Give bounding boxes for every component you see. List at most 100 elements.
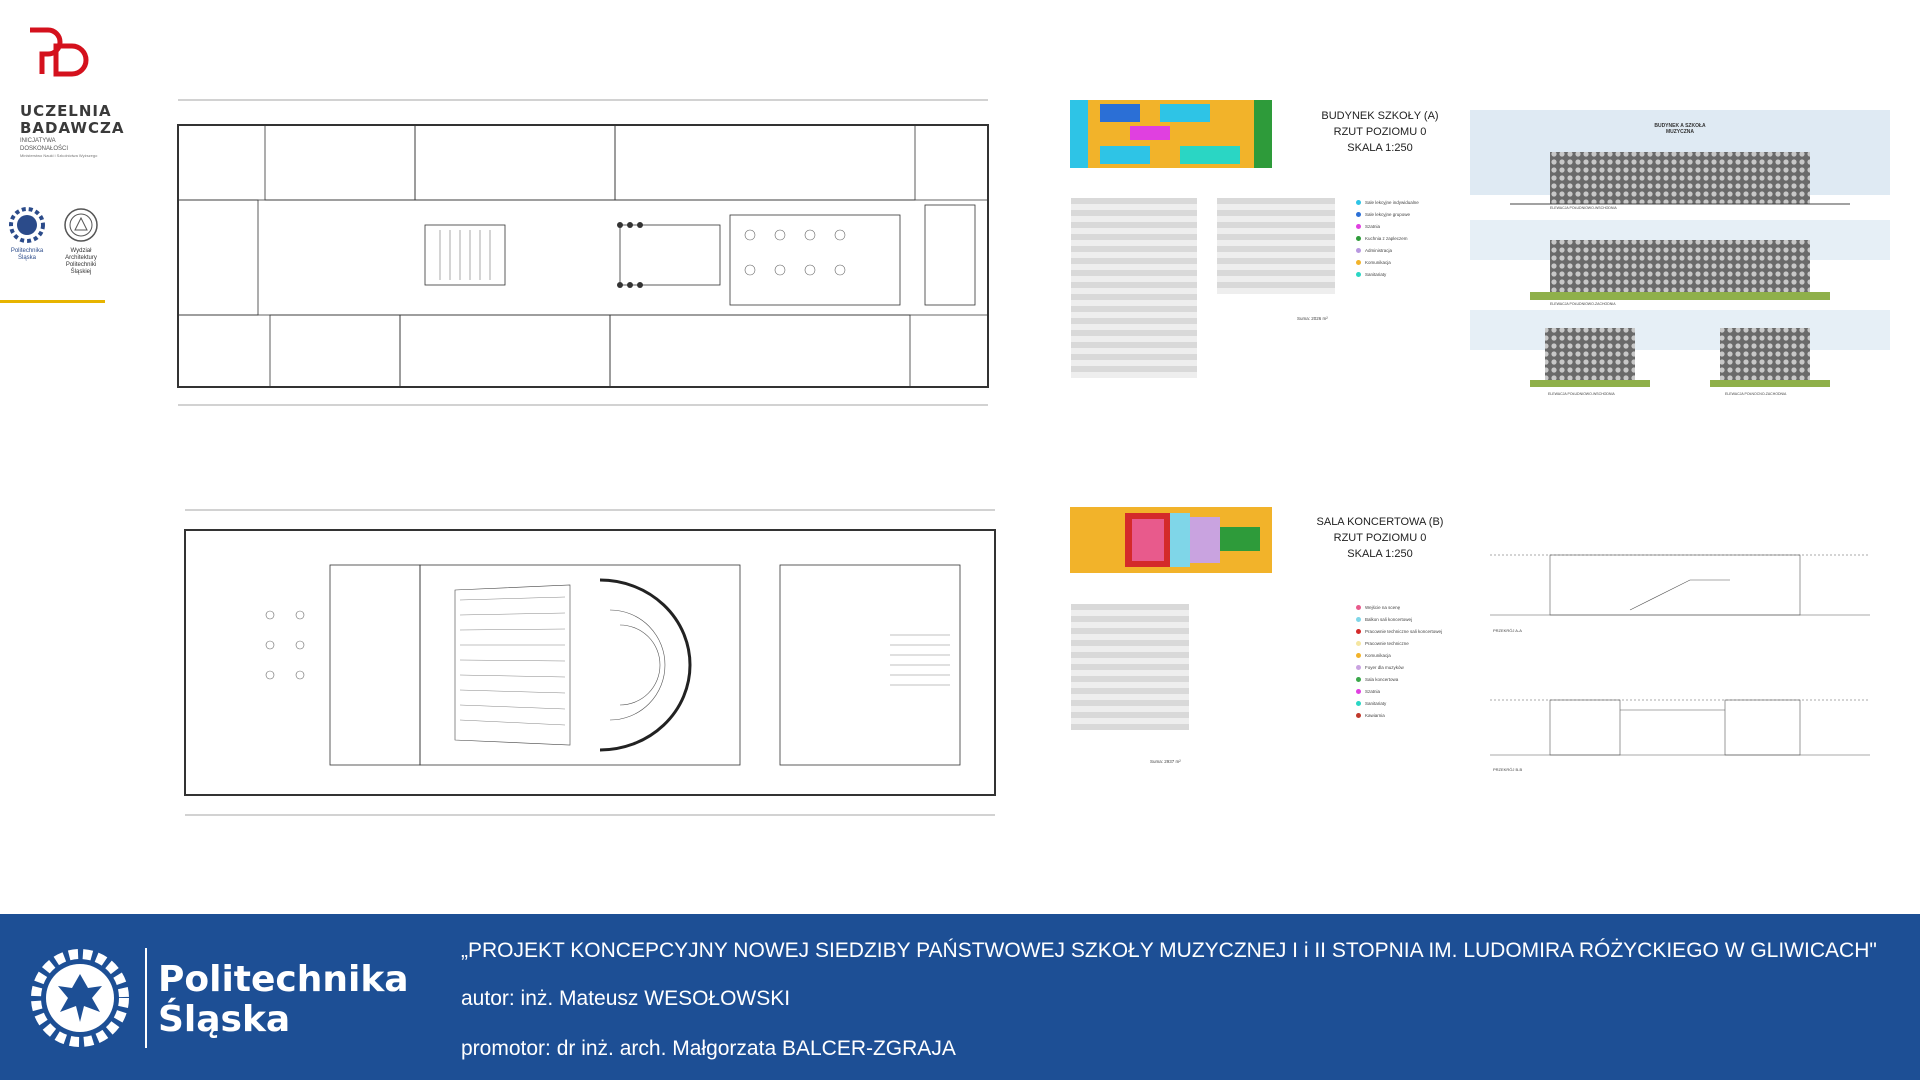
table-row xyxy=(1071,318,1197,324)
table-row xyxy=(1071,360,1197,366)
legend-item: Sanitariaty xyxy=(1356,697,1442,709)
table-row xyxy=(1071,354,1197,360)
table-row xyxy=(1071,670,1189,676)
legend-label: Kawiarnia xyxy=(1365,712,1385,718)
table-row xyxy=(1217,198,1335,204)
footer-logo-text: Politechnika Śląska xyxy=(158,960,409,1040)
legend-label: Szatnia xyxy=(1365,223,1381,229)
table-row xyxy=(1071,198,1197,204)
table-row xyxy=(1071,646,1189,652)
legend-label: Foyer dla muzyków xyxy=(1365,664,1404,670)
legend-label: Sanitariaty xyxy=(1365,271,1387,277)
legend-dot-icon xyxy=(1356,235,1361,241)
legend-item: Administracja xyxy=(1356,244,1419,256)
legend-item: Kawiarnia xyxy=(1356,709,1442,721)
legend-label: Administracja xyxy=(1365,247,1393,253)
legend-item: Foyer dla muzyków xyxy=(1356,661,1442,673)
legend-item: Kuchnia z zapleczem xyxy=(1356,232,1419,244)
mini-plan-b xyxy=(1070,507,1272,573)
building-a-title-block: BUDYNEK SZKOŁY (A) RZUT POZIOMU 0 SKALA … xyxy=(1300,108,1460,156)
table-row xyxy=(1071,282,1197,288)
table-row xyxy=(1071,300,1197,306)
table-row xyxy=(1071,312,1197,318)
table-row xyxy=(1071,240,1197,246)
table-row xyxy=(1071,610,1189,616)
table-row xyxy=(1071,210,1197,216)
table-row xyxy=(1217,204,1335,210)
table-row xyxy=(1071,724,1189,730)
legend-dot-icon xyxy=(1356,712,1361,718)
legend-item: Pracownie techniczne xyxy=(1356,637,1442,649)
table-row xyxy=(1071,324,1197,330)
ps-small-label: Politechnika Śląska xyxy=(10,248,44,261)
legend-item: Sala koncertowa xyxy=(1356,673,1442,685)
table-row xyxy=(1217,258,1335,264)
legend-item: Szatnia xyxy=(1356,220,1419,232)
table-row xyxy=(1071,348,1197,354)
table-row xyxy=(1217,228,1335,234)
table-row xyxy=(1071,634,1189,640)
legend-dot-icon xyxy=(1356,676,1361,682)
floor-plan-a xyxy=(177,99,989,406)
legend-dot-icon xyxy=(1356,259,1361,265)
legend-label: Balkon sali koncertowej xyxy=(1365,616,1413,622)
floor-plan-b xyxy=(184,509,996,816)
legend-item: Pracownie techniczne sali koncertowej xyxy=(1356,625,1442,637)
legend-dot-icon xyxy=(1356,628,1361,634)
ub-line-2: BADAWCZA xyxy=(20,119,125,137)
table-row xyxy=(1071,246,1197,252)
building-b-scale: SKALA 1:250 xyxy=(1347,548,1413,560)
table-row xyxy=(1071,228,1197,234)
table-row xyxy=(1071,372,1197,378)
footer-logo-line1: Politechnika xyxy=(158,959,409,1000)
legend-item: Szatnia xyxy=(1356,685,1442,697)
footer-bar xyxy=(0,914,1920,1080)
faculty-seal-icon xyxy=(64,208,98,242)
table-row xyxy=(1071,336,1197,342)
footer-separator xyxy=(145,948,147,1048)
legend-label: Pracownie techniczne sali koncertowej xyxy=(1365,628,1443,634)
table-row xyxy=(1071,664,1189,670)
elevation-label-1: ELEWACJA POŁUDNIOWO-WSCHODNIA xyxy=(1550,206,1617,210)
table-row xyxy=(1071,288,1197,294)
table-row xyxy=(1071,652,1189,658)
mini-plan-a xyxy=(1070,100,1272,168)
elevation-label-4: ELEWACJA POŁNOCNO-ZACHODNIA xyxy=(1725,392,1787,396)
table-row xyxy=(1071,700,1189,706)
table-row xyxy=(1071,718,1189,724)
table-row xyxy=(1071,330,1197,336)
table-row xyxy=(1071,204,1197,210)
table-row xyxy=(1071,222,1197,228)
ub-line-1: UCZELNIA xyxy=(20,102,112,120)
table-row xyxy=(1217,234,1335,240)
uczelnia-badawcza-logo: UCZELNIA BADAWCZA INICJATYWA DOSKONAŁOŚC… xyxy=(20,26,125,158)
table-row xyxy=(1071,276,1197,282)
faculty-small-label: Wydział Architektury Politechniki Śląski… xyxy=(65,248,97,275)
legend-label: Sanitariaty xyxy=(1365,700,1387,706)
building-b-title-block: SALA KONCERTOWA (B) RZUT POZIOMU 0 SKALA… xyxy=(1300,514,1460,562)
room-table-a xyxy=(1071,198,1197,378)
table-row xyxy=(1071,712,1189,718)
legend-item: Sanitariaty xyxy=(1356,268,1419,280)
table-row xyxy=(1217,216,1335,222)
legend-dot-icon xyxy=(1356,223,1361,229)
legend-dot-icon xyxy=(1356,211,1361,217)
table-row xyxy=(1071,676,1189,682)
legend-item: Wejście na scenę xyxy=(1356,601,1442,613)
legend-label: Kuchnia z zapleczem xyxy=(1365,235,1408,241)
accent-rule xyxy=(0,300,105,303)
supervisor-line: promotor: dr inż. arch. Małgorzata BALCE… xyxy=(461,1037,956,1060)
table-row xyxy=(1071,270,1197,276)
building-a-sum: Suma: 2026 m² xyxy=(1297,316,1328,321)
room-table-a2 xyxy=(1217,198,1335,294)
table-row xyxy=(1071,234,1197,240)
legend-b: Wejście na scenę Balkon sali koncertowej… xyxy=(1356,601,1442,721)
elevation-a-label: BUDYNEK A SZKOŁA MUZYCZNA xyxy=(1654,123,1706,135)
legend-label: Komunikacja xyxy=(1365,259,1391,265)
table-row xyxy=(1071,688,1189,694)
legend-dot-icon xyxy=(1356,700,1361,706)
politechnika-eagle-gear-icon xyxy=(31,949,129,1047)
building-b-sum: Suma: 2937 m² xyxy=(1150,759,1181,764)
legend-label: Komunikacja xyxy=(1365,652,1391,658)
legend-label: Sala koncertowa xyxy=(1365,676,1399,682)
